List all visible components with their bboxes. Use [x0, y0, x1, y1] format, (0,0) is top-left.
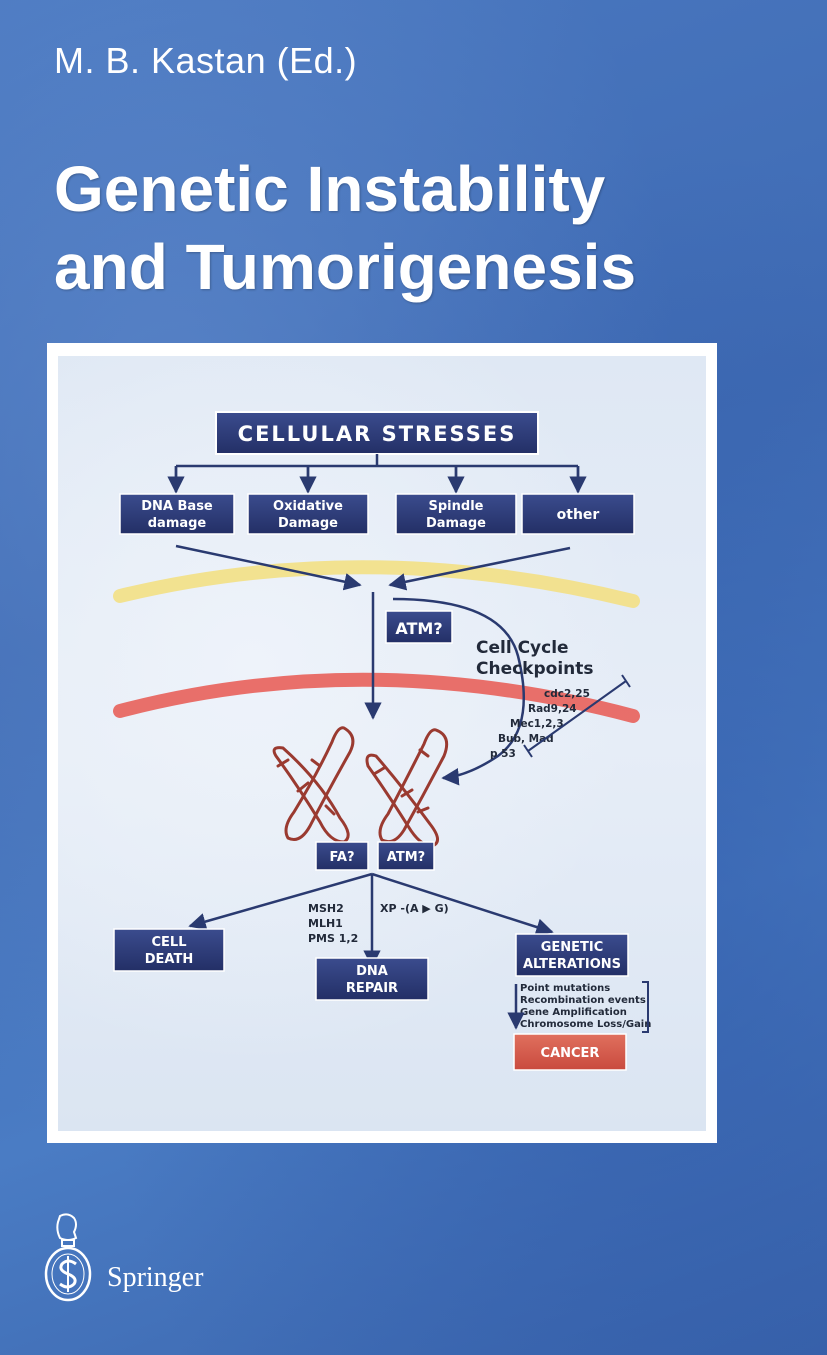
genetic-alterations-box	[515, 933, 629, 977]
svg-text:Spindle: Spindle	[429, 499, 484, 514]
book-title: Genetic Instability and Tumorigenesis	[54, 150, 814, 306]
stress-box-dna-base	[119, 493, 235, 535]
svg-text:PMS 1,2: PMS 1,2	[308, 932, 358, 945]
svg-text:ALTERATIONS: ALTERATIONS	[523, 957, 621, 972]
cancer-box	[513, 1033, 627, 1071]
svg-text:Recombination events: Recombination events	[520, 995, 646, 1006]
svg-text:DEATH: DEATH	[145, 952, 193, 967]
title-line-2: and Tumorigenesis	[54, 231, 637, 303]
fa-box	[315, 841, 369, 871]
svg-text:Damage: Damage	[278, 516, 338, 531]
pathway-diagram: CELLULAR STRESSES DNA Base damage Oxidat…	[113, 411, 651, 1071]
svg-text:Damage: Damage	[426, 516, 486, 531]
svg-text:cdc2,25: cdc2,25	[544, 688, 590, 700]
publisher-name: Springer	[107, 1262, 204, 1293]
svg-text:Cell Cycle: Cell Cycle	[476, 638, 569, 658]
stress-box-spindle	[395, 493, 517, 535]
svg-text:XP -(A ▶ G): XP -(A ▶ G)	[380, 902, 449, 915]
svg-text:REPAIR: REPAIR	[346, 981, 398, 996]
svg-text:GENETIC: GENETIC	[541, 940, 604, 955]
stress-box-oxidative	[247, 493, 369, 535]
svg-text:FA?: FA?	[330, 850, 355, 865]
editor-name: M. B. Kastan (Ed.)	[54, 40, 358, 81]
svg-text:Rad9,24: Rad9,24	[528, 703, 577, 715]
svg-text:MLH1: MLH1	[308, 917, 343, 930]
atm-top-box	[385, 610, 453, 644]
svg-text:MSH2: MSH2	[308, 902, 344, 915]
chromosome-left	[272, 726, 355, 844]
svg-text:damage: damage	[148, 516, 207, 531]
stress-box-other	[521, 493, 635, 535]
title-line-1: Genetic Instability	[54, 153, 606, 225]
svg-text:ATM?: ATM?	[387, 850, 425, 865]
svg-text:CANCER: CANCER	[541, 1046, 600, 1061]
svg-text:other: other	[557, 507, 600, 523]
dna-repair-box	[315, 957, 429, 1001]
svg-text:Chromosome Loss/Gain: Chromosome Loss/Gain	[520, 1019, 651, 1030]
cell-death-box	[113, 928, 225, 972]
svg-text:Checkpoints: Checkpoints	[476, 659, 594, 679]
atm-bottom-box	[377, 841, 435, 871]
svg-text:ATM?: ATM?	[395, 619, 442, 638]
svg-text:DNA: DNA	[356, 964, 388, 979]
springer-knight-logo-icon	[44, 1213, 92, 1302]
yellow-membrane-band	[113, 560, 640, 608]
svg-text:Point mutations: Point mutations	[520, 983, 610, 994]
svg-text:Mec1,2,3: Mec1,2,3	[510, 718, 564, 730]
cellular-stresses-label: CELLULAR STRESSES	[238, 422, 517, 446]
svg-text:DNA Base: DNA Base	[141, 499, 213, 514]
svg-text:CELL: CELL	[152, 935, 187, 950]
svg-text:Gene Amplification: Gene Amplification	[520, 1007, 627, 1018]
svg-text:Oxidative: Oxidative	[273, 499, 343, 514]
illustration-panel: CELLULAR STRESSES DNA Base damage Oxidat…	[47, 343, 717, 1143]
svg-text:p 53: p 53	[490, 748, 516, 760]
chromosome-right	[365, 728, 449, 848]
diagram-background: CELLULAR STRESSES DNA Base damage Oxidat…	[58, 356, 706, 1131]
